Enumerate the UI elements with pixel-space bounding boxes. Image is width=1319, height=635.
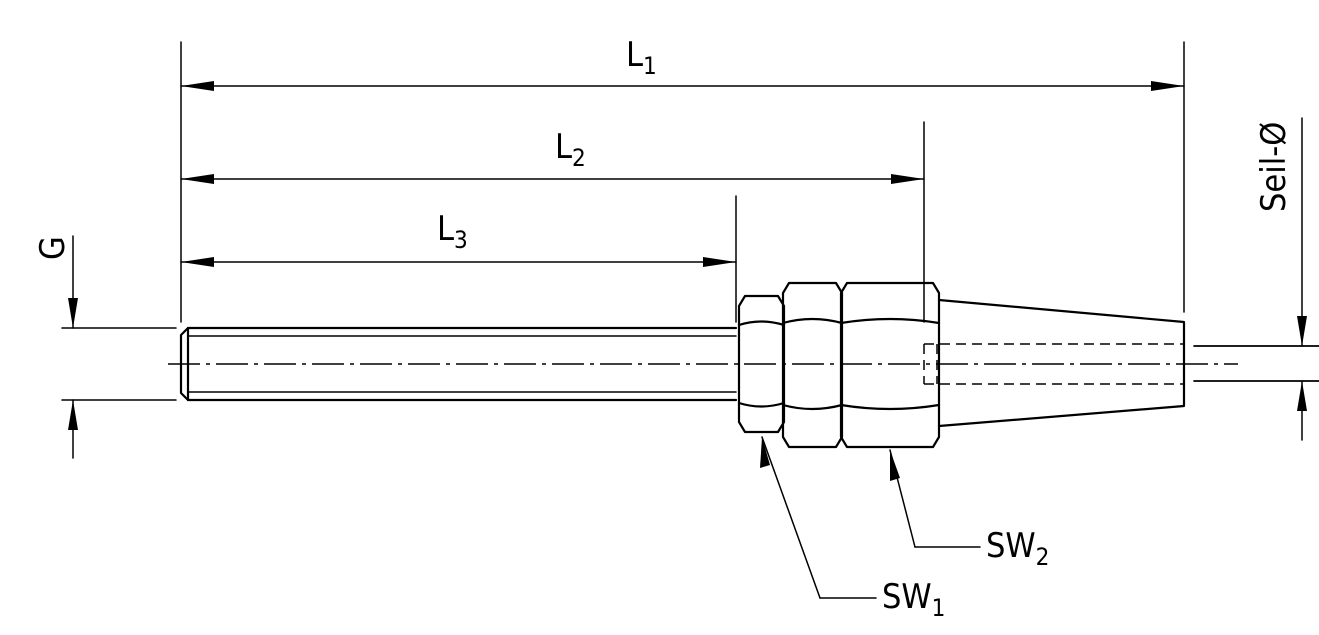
dimension-l2: L2	[180, 127, 925, 184]
wire-rope	[1193, 345, 1319, 382]
dimension-label-g: G	[33, 236, 73, 260]
extension-lines	[61, 41, 1319, 401]
dimension-label-seil: Seil-Ø	[1254, 122, 1294, 212]
dimension-l3: L3	[180, 209, 737, 267]
dimension-label-l2: L2	[555, 127, 586, 172]
part-outline	[168, 281, 1319, 449]
hex-nut-sw2-a	[781, 281, 844, 449]
hex-nut-sw1	[737, 294, 786, 434]
dimension-l1: L1	[180, 35, 1185, 91]
leader-sw2: SW2	[889, 449, 1049, 571]
leader-sw1: SW1	[760, 436, 945, 622]
dimension-g: G	[33, 235, 78, 459]
dimension-label-l3: L3	[437, 209, 468, 254]
dimension-label-l1: L1	[626, 35, 657, 80]
leader-label-sw1: SW1	[882, 577, 945, 622]
dimension-seil: Seil-Ø	[1254, 117, 1307, 441]
hex-nut-sw2-b	[839, 281, 941, 449]
leader-label-sw2: SW2	[986, 526, 1049, 571]
conical-sleeve	[923, 298, 1186, 428]
